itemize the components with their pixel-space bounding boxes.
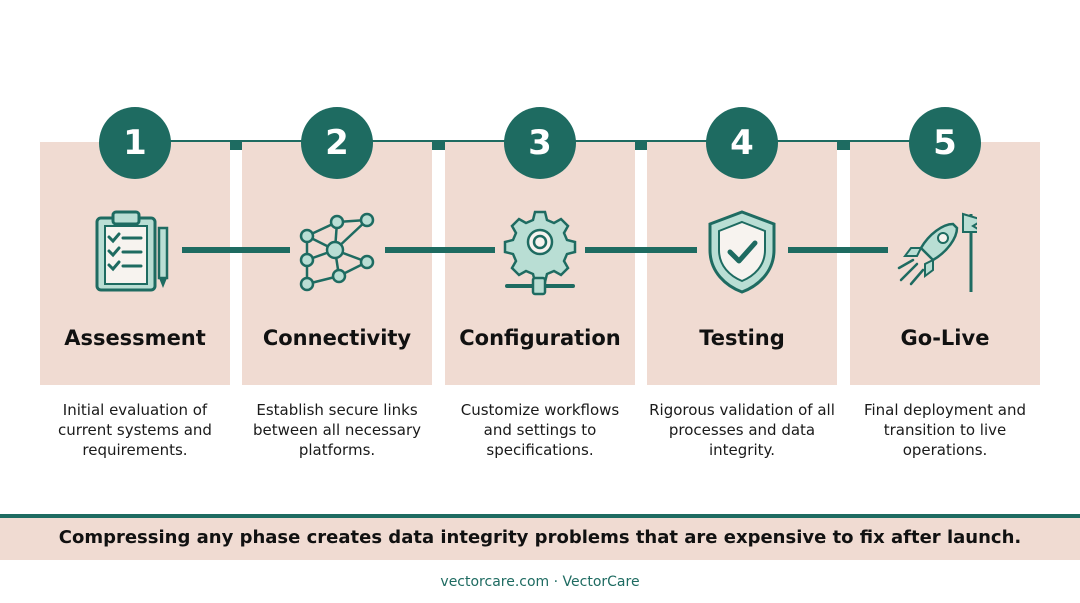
step-card-5 <box>850 142 1040 385</box>
step-number-5: 5 <box>909 107 981 179</box>
rocket-flag-icon <box>893 208 987 296</box>
step-number-4: 4 <box>706 107 778 179</box>
step-description-5: Final deployment and transition to live … <box>863 401 1027 459</box>
shield-check-icon <box>700 208 784 296</box>
warning-banner: Compressing any phase creates data integ… <box>0 518 1080 560</box>
step-title-4: Testing <box>699 326 785 350</box>
step-description-4: Rigorous validation of all processes and… <box>649 401 835 459</box>
icon-connector-3 <box>585 247 697 253</box>
clipboard-checklist-icon <box>93 208 177 296</box>
step-description-1: Initial evaluation of current systems an… <box>58 401 212 459</box>
step-description-3: Customize workflows and settings to spec… <box>460 401 620 459</box>
network-nodes-icon <box>295 208 379 296</box>
step-title-1: Assessment <box>64 326 206 350</box>
step-title-2: Connectivity <box>262 326 412 350</box>
step-number-3: 3 <box>504 107 576 179</box>
footer-source: vectorcare.com · VectorCare <box>440 574 640 590</box>
step-number-1: 1 <box>99 107 171 179</box>
step-description-2: Establish secure links between all neces… <box>252 401 421 459</box>
icon-connector-1 <box>182 247 290 253</box>
banner-divider <box>0 514 1080 518</box>
icon-connector-4 <box>788 247 888 253</box>
icon-connector-2 <box>385 247 495 253</box>
step-title-3: Configuration <box>459 326 621 350</box>
gear-slider-icon <box>497 208 581 296</box>
step-number-2: 2 <box>301 107 373 179</box>
step-title-5: Go-Live <box>900 326 990 350</box>
